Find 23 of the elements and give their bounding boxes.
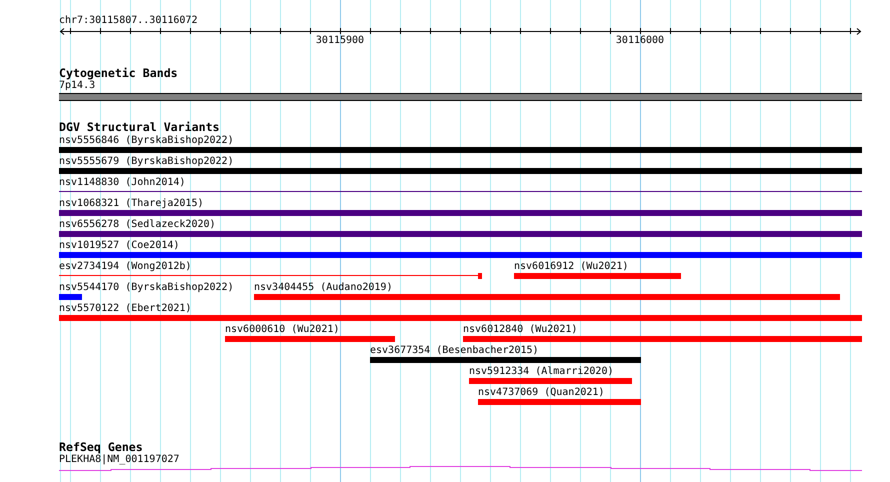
position-label: 30116000 (616, 34, 664, 46)
variant-label: nsv3404455 (Audano2019) (254, 282, 392, 294)
variant-label: nsv6012840 (Wu2021) (463, 324, 578, 336)
variant-label: nsv4737069 (Quan2021) (478, 386, 604, 398)
variant-label: nsv5555679 (ByrskaBishop2022) (59, 156, 234, 168)
variant-label: nsv5912334 (Almarri2020) (469, 366, 614, 378)
variant-label: nsv1068321 (Thareja2015) (59, 198, 204, 210)
band-label: 7p14.3 (59, 80, 96, 92)
variant-label: nsv1019527 (Coe2014) (59, 240, 180, 252)
track-title: DGV Structural Variants (59, 121, 220, 134)
variant-label: nsv6556278 (Sedlazeck2020) (59, 218, 216, 230)
variant-label: esv2734194 (Wong2012b) (59, 260, 192, 272)
locus-label: chr7:30115807..30116072 (59, 14, 198, 26)
variant-label: nsv5570122 (Ebert2021) (59, 302, 192, 314)
variant-label: nsv5556846 (ByrskaBishop2022) (59, 134, 234, 146)
variant-label: nsv1148830 (John2014) (59, 176, 186, 188)
gene-label: PLEKHA8|NM_001197027 (59, 454, 180, 466)
variant-label: esv3677354 (Besenbacher2015) (370, 344, 539, 356)
track-title: Cytogenetic Bands (59, 67, 178, 80)
variant-label: nsv6016912 (Wu2021) (514, 260, 628, 272)
variant-label: nsv6000610 (Wu2021) (225, 324, 340, 336)
variant-label: nsv5544170 (ByrskaBishop2022) (59, 282, 234, 294)
position-label: 30115900 (316, 34, 364, 46)
